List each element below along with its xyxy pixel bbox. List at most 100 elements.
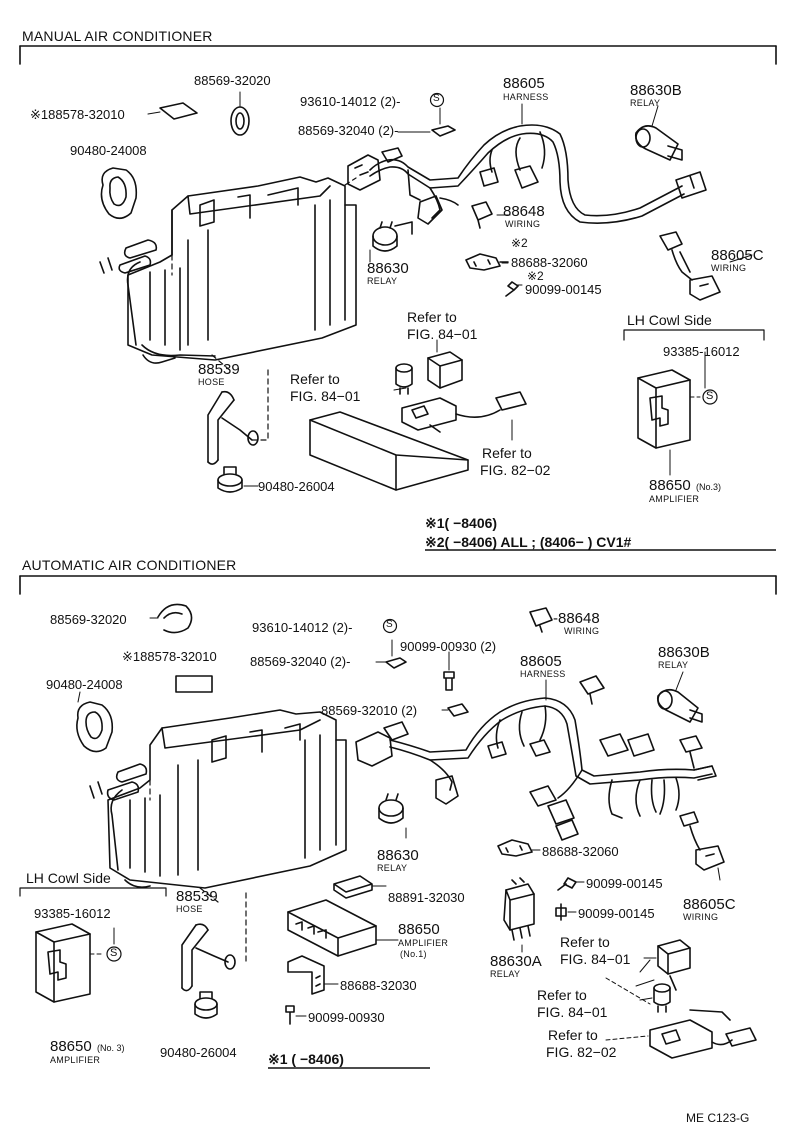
part-label: 88648 bbox=[503, 203, 545, 220]
part-label: ※188578-32010 bbox=[122, 649, 217, 664]
dashed-leader bbox=[211, 354, 233, 373]
part-qualifier: (No.3) bbox=[696, 482, 722, 492]
clip-32020-shape bbox=[230, 91, 250, 136]
dashed-leader bbox=[199, 887, 219, 903]
part-label: 88630B bbox=[630, 82, 682, 99]
part-label: 88891-32030 bbox=[388, 890, 465, 905]
dashed-leader bbox=[171, 177, 357, 276]
part-label: 90099-00930 (2) bbox=[400, 639, 497, 654]
grommet-24008-shape bbox=[76, 701, 114, 753]
footnote-2: ※2( −8406) ALL ; (8406− ) CV1# bbox=[425, 534, 632, 550]
refer-to-figure[interactable]: FIG. 84−01 bbox=[290, 388, 361, 404]
part-label: 88650 bbox=[649, 477, 691, 494]
part-label: 90480-24008 bbox=[46, 677, 123, 692]
manual-section-frame bbox=[19, 45, 777, 65]
refer-to-figure[interactable]: FIG. 84−01 bbox=[407, 326, 478, 342]
refer-to-label: Refer to bbox=[560, 934, 610, 950]
wiring-88605C-shape bbox=[679, 811, 725, 871]
screw-00145-shape bbox=[555, 903, 567, 921]
part-label: 88539 bbox=[176, 888, 218, 905]
part-label: 93610-14012 (2)- bbox=[252, 620, 353, 635]
small-relay-shape bbox=[653, 983, 671, 1013]
refer-to-figure[interactable]: FIG. 84−01 bbox=[537, 1004, 608, 1020]
lh-cowl-bracket bbox=[623, 329, 765, 341]
part-sublabel: WIRING bbox=[711, 263, 747, 273]
clip-32010-shape bbox=[447, 703, 469, 717]
part-label: 88650 bbox=[398, 921, 440, 938]
figure-code: ME C123-G bbox=[686, 1111, 750, 1125]
part-mark: ※2 bbox=[527, 269, 544, 283]
refer-to-figure[interactable]: FIG. 82−02 bbox=[480, 462, 551, 478]
refer-to-label: Refer to bbox=[482, 445, 532, 461]
bracket-32060-shape bbox=[465, 253, 509, 271]
s-mark: S bbox=[433, 93, 440, 104]
lh-cowl-side-label: LH Cowl Side bbox=[26, 870, 111, 886]
part-sublabel: HARNESS bbox=[520, 669, 566, 679]
part-sublabel: WIRING bbox=[505, 219, 541, 229]
bracket-32030-shape bbox=[287, 955, 325, 995]
clip-32020-shape bbox=[149, 603, 193, 634]
part-sublabel: HOSE bbox=[176, 904, 203, 914]
harness-88605-shape bbox=[347, 124, 707, 225]
part-label: 90099-00145 bbox=[525, 282, 602, 297]
plug-26004-shape bbox=[217, 466, 259, 493]
part-label: 88605C bbox=[683, 896, 736, 913]
part-label: 88569-32040 (2)- bbox=[250, 654, 351, 669]
refer-to-label: Refer to bbox=[290, 371, 340, 387]
part-label: 88630 bbox=[377, 847, 419, 864]
part-label: ※188578-32010 bbox=[30, 107, 125, 122]
part-label: 93610-14012 (2)- bbox=[300, 94, 401, 109]
sticker-shape bbox=[159, 102, 198, 120]
part-label: 90099-00145 bbox=[578, 906, 655, 921]
plug-26004-shape bbox=[194, 991, 218, 1019]
relay-88630B-shape bbox=[634, 125, 683, 161]
grommet-24008-shape bbox=[100, 167, 138, 220]
refer-to-label: Refer to bbox=[548, 1027, 598, 1043]
part-label: 88630 bbox=[367, 260, 409, 277]
part-label: 90480-24008 bbox=[70, 143, 147, 158]
footnote-1: ※1 ( −8406) bbox=[268, 1051, 344, 1067]
wiring-88648-shape bbox=[471, 201, 493, 229]
part-label: 88569-32020 bbox=[194, 73, 271, 88]
refer-to-figure[interactable]: FIG. 82−02 bbox=[546, 1044, 617, 1060]
amplifier-no3-shape bbox=[637, 369, 691, 449]
evaporator-unit-shape bbox=[99, 176, 357, 364]
clip-32040-shape bbox=[375, 639, 407, 669]
lh-cowl-side-label: LH Cowl Side bbox=[627, 312, 712, 328]
part-sublabel: AMPLIFIER bbox=[649, 494, 700, 504]
part-qualifier: (No.1) bbox=[400, 949, 427, 959]
part-label: 88569-32040 (2)- bbox=[298, 123, 399, 138]
part-label: 93385-16012 bbox=[663, 344, 740, 359]
part-label: 88569-32020 bbox=[50, 612, 127, 627]
refer-to-figure[interactable]: FIG. 84−01 bbox=[560, 951, 631, 967]
bracket-32060-shape bbox=[497, 839, 533, 857]
relay-88630A-shape bbox=[503, 877, 535, 941]
part-sublabel: AMPLIFIER bbox=[50, 1055, 101, 1065]
part-label: 88605C bbox=[711, 247, 764, 264]
s-mark: S bbox=[110, 947, 118, 959]
part-label: 90480-26004 bbox=[160, 1045, 237, 1060]
relay-box-shape bbox=[427, 351, 463, 389]
part-label: 88688-32060 bbox=[511, 255, 588, 270]
dashed-leader bbox=[249, 369, 269, 441]
part-sublabel: RELAY bbox=[630, 98, 661, 108]
harness-88605-shape bbox=[355, 675, 717, 841]
part-qualifier: (No. 3) bbox=[97, 1043, 125, 1053]
s-mark: S bbox=[706, 390, 714, 402]
wiring-88648-shape bbox=[529, 607, 553, 633]
screw-00930-shape bbox=[285, 1005, 295, 1025]
refer-to-label: Refer to bbox=[537, 987, 587, 1003]
relay-88630-shape bbox=[372, 221, 413, 252]
part-label: 90480-26004 bbox=[258, 479, 335, 494]
clip-32040-shape bbox=[397, 107, 456, 137]
part-label: 88630A bbox=[490, 953, 542, 970]
part-label: -88648 bbox=[553, 610, 600, 627]
evaporator-unit-shape bbox=[89, 709, 347, 889]
part-label: 88688-32060 bbox=[542, 844, 619, 859]
lh-cowl-bracket bbox=[19, 887, 167, 897]
sticker-shape bbox=[175, 675, 213, 693]
part-label: 90099-00145 bbox=[586, 876, 663, 891]
part-sublabel: RELAY bbox=[367, 276, 398, 286]
